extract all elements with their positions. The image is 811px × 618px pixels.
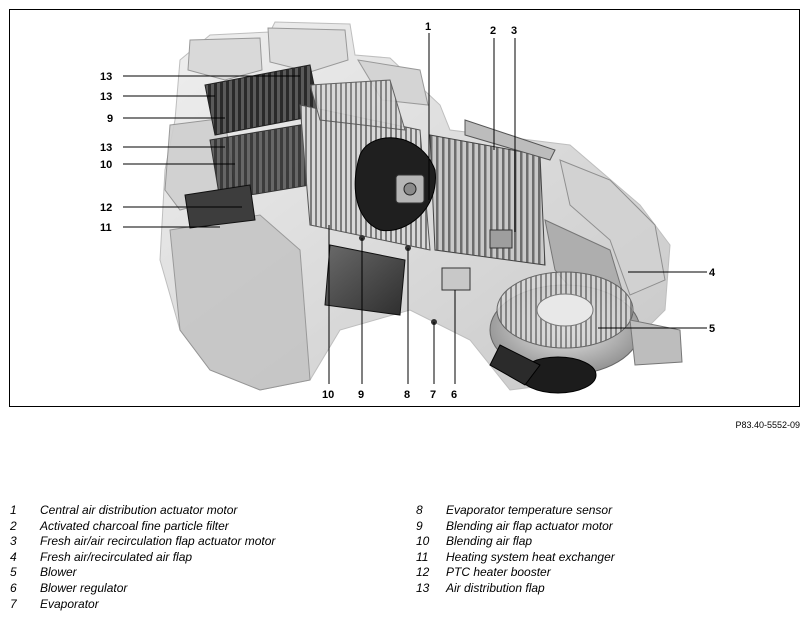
callout-8: 8 <box>404 389 410 401</box>
callout-3: 3 <box>511 25 517 37</box>
legend-item: 6 Blower regulator <box>10 581 275 597</box>
legend-text: Evaporator temperature sensor <box>446 503 613 517</box>
legend-item: 1 Central air distribution actuator motor <box>10 503 275 519</box>
legend-number: 13 <box>416 580 430 595</box>
legend-text: Blending air flap actuator motor <box>446 518 613 533</box>
legend-text: Evaporator <box>40 596 99 611</box>
callout-10-bottom: 10 <box>322 389 334 401</box>
legend-text: Heating system heat exchanger <box>446 549 615 564</box>
callout-13-c: 13 <box>100 142 112 154</box>
legend-number: 3 <box>10 534 17 549</box>
callout-11: 11 <box>100 222 112 234</box>
legend-left-column: 1 Central air distribution actuator motor… <box>10 503 275 612</box>
legend-text: Blending air flap <box>446 534 533 549</box>
legend-number: 4 <box>10 549 17 564</box>
legend-text: Blower <box>40 565 77 580</box>
legend-number: 7 <box>10 596 17 611</box>
callout-9-left: 9 <box>107 113 113 125</box>
legend-text: Air distribution flap <box>446 580 545 595</box>
hvac-unit-illustration: 13 13 9 13 10 12 11 1 2 3 4 5 10 9 8 7 6 <box>100 21 716 401</box>
callout-6: 6 <box>451 389 457 401</box>
legend-number: 11 <box>416 549 429 564</box>
legend-number: 8 <box>416 503 423 517</box>
callout-12: 12 <box>100 202 112 214</box>
legend-text: Fresh air/air recirculation flap actuato… <box>40 534 276 549</box>
legend-number: 1 <box>10 503 17 517</box>
legend-item: 13 Air distribution flap <box>416 581 615 597</box>
legend-number: 6 <box>10 580 17 595</box>
legend-item: 5 Blower <box>10 565 275 581</box>
callout-5: 5 <box>709 323 715 335</box>
legend-number: 5 <box>10 565 17 580</box>
legend-number: 12 <box>416 565 430 580</box>
legend-item: 2 Activated charcoal fine particle filter <box>10 519 275 535</box>
blower <box>489 271 683 394</box>
legend-item: 12 PTC heater booster <box>416 565 615 581</box>
callout-13-a: 13 <box>100 71 112 83</box>
charcoal-filter <box>429 119 556 266</box>
figure-frame: 13 13 9 13 10 12 11 1 2 3 4 5 10 9 8 7 6 <box>9 9 800 407</box>
leader-lines <box>123 33 707 384</box>
callout-labels: 13 13 9 13 10 12 11 1 2 3 4 5 10 9 8 7 6 <box>100 21 716 401</box>
legend-text: Activated charcoal fine particle filter <box>40 518 229 533</box>
legend-item: 11 Heating system heat exchanger <box>416 550 615 566</box>
legend-number: 10 <box>416 534 430 549</box>
legend-text: Central air distribution actuator motor <box>40 503 238 517</box>
legend-number: 2 <box>10 518 17 533</box>
callout-1: 1 <box>425 21 431 33</box>
callout-10-left: 10 <box>100 159 112 171</box>
legend-item: 4 Fresh air/recirculated air flap <box>10 550 275 566</box>
legend-item: 8 Evaporator temperature sensor <box>416 503 615 519</box>
legend-item: 7 Evaporator <box>10 597 275 613</box>
figure-reference: P83.40-5552-09 <box>735 420 800 430</box>
callout-13-b: 13 <box>100 91 112 103</box>
legend-text: Fresh air/recirculated air flap <box>40 549 193 564</box>
callout-2: 2 <box>490 25 496 37</box>
legend-text: PTC heater booster <box>446 565 551 580</box>
heater-core <box>184 64 406 316</box>
callout-4: 4 <box>709 267 716 279</box>
actuator-disc <box>354 137 436 232</box>
blower-regulator <box>359 229 513 325</box>
legend-item: 3 Fresh air/air recirculation flap actuat… <box>10 534 275 550</box>
legend-number: 9 <box>416 518 423 533</box>
callout-7: 7 <box>430 389 436 401</box>
legend-text: Blower regulator <box>40 580 128 595</box>
legend-item: 10 Blending air flap <box>416 534 615 550</box>
callout-9-bottom: 9 <box>358 389 364 401</box>
legend-item: 9 Blending air flap actuator motor <box>416 519 615 535</box>
